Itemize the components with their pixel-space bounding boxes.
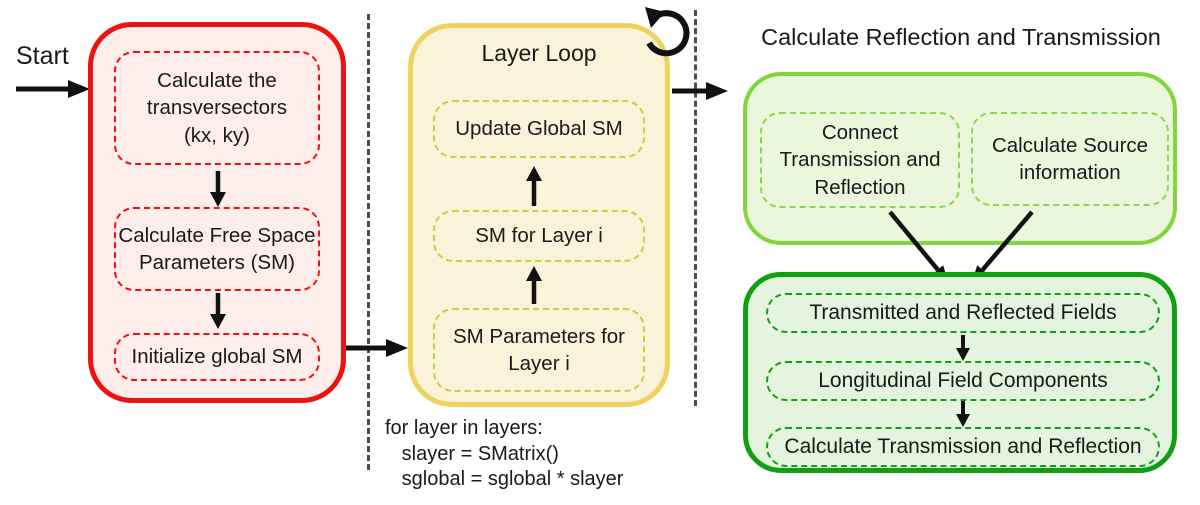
arrow-right-icon <box>346 339 408 357</box>
step-sm-parameters-for-layer-i: SM Parameters for Layer i <box>433 308 645 392</box>
step-sm-for-layer-i: SM for Layer i <box>433 210 645 262</box>
step-free-space-parameters: Calculate Free Space Parameters (SM) <box>114 207 320 291</box>
separator-line-left <box>367 14 370 470</box>
arrow-up-icon <box>526 166 542 206</box>
arrow-down-icon <box>210 293 226 329</box>
separator-line-right <box>694 10 697 406</box>
connect-and-source-panel: Connect Transmission and Reflection Calc… <box>743 72 1177 245</box>
loop-icon <box>645 7 690 57</box>
layer-loop-title: Layer Loop <box>481 40 597 66</box>
start-label: Start <box>16 42 69 70</box>
loop-pseudocode: for layer in layers: slayer = SMatrix() … <box>385 417 624 491</box>
step-calculate-transmission-reflection: Calculate Transmission and Reflection <box>766 427 1160 467</box>
arrow-right-icon <box>672 82 728 100</box>
arrow-down-icon <box>956 401 970 427</box>
arrow-down-icon <box>956 335 970 361</box>
step-connect-transmission-reflection: Connect Transmission and Reflection <box>760 112 960 208</box>
step-update-global-sm: Update Global SM <box>433 100 645 158</box>
start-arrow <box>16 80 90 98</box>
initialization-panel: Calculate the transversectors (kx, ky) C… <box>88 22 346 403</box>
step-initialize-global-sm: Initialize global SM <box>114 333 320 381</box>
step-calculate-source-information: Calculate Source information <box>971 112 1169 206</box>
arrow-up-icon <box>526 266 542 304</box>
step-calculate-transversectors: Calculate the transversectors (kx, ky) <box>114 51 320 165</box>
layer-loop-panel: Layer Loop Update Global SM SM for Layer… <box>408 23 670 407</box>
arrow-down-icon <box>210 171 226 207</box>
step-transmitted-reflected-fields: Transmitted and Reflected Fields <box>766 293 1160 333</box>
right-section-title: Calculate Reflection and Transmission <box>761 24 1161 50</box>
step-longitudinal-field-components: Longitudinal Field Components <box>766 361 1160 401</box>
fields-calculation-panel: Transmitted and Reflected Fields Longitu… <box>743 272 1177 473</box>
